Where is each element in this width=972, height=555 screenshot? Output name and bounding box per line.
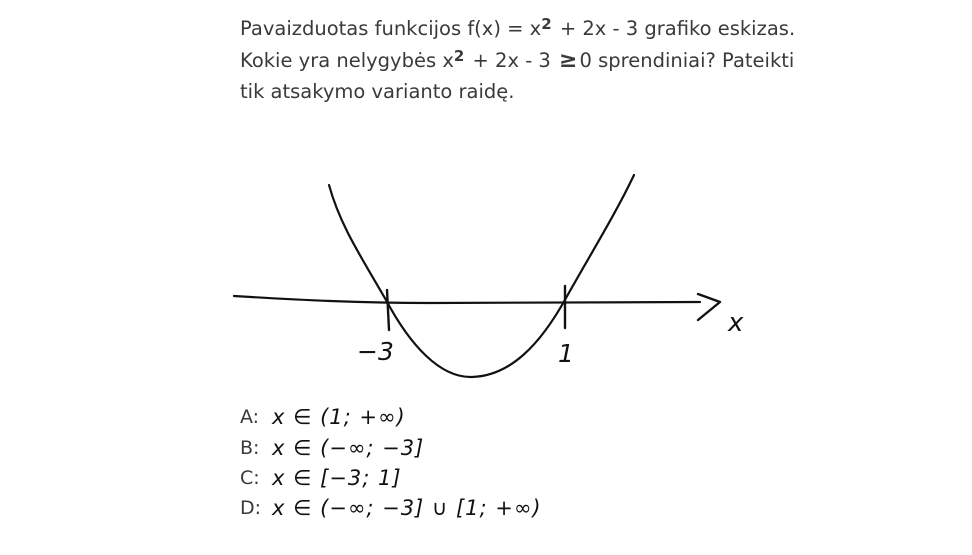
question-line-2-part-b: + 2x - 3 [466,48,558,72]
root-label-left: −3 [357,337,394,366]
x-axis [232,294,702,305]
exponent: 2 [453,46,465,65]
root-tick-left [385,288,391,332]
question-line-2: Kokie yra nelygybės x2 + 2x - 3 ≥0 spren… [240,46,800,78]
option-answer: x ∈ [−3; 1] [272,466,402,490]
greater-equal-sign: ≥ [559,47,578,73]
option-letter: A: [240,406,260,428]
question-line-2-part-c: 0 sprendiniai? Pateikti [579,48,795,72]
option-c: C: x ∈ [−3; 1] [240,463,402,493]
option-b: B: x ∈ (−∞; −3] [240,433,424,463]
option-answer: x ∈ (−∞; −3] [272,436,425,460]
exponent: 2 [541,15,552,33]
x-axis-label: x [727,308,744,338]
option-letter: D: [240,497,262,519]
question-line-1-part-a: Pavaizduotas funkcijos f(x) = x [240,17,542,40]
parabola-curve [327,173,636,379]
option-letter: C: [240,467,260,489]
question-line-1-part-b: + 2x - 3 grafiko eskizas. [553,17,796,40]
option-a: A: x ∈ (1; +∞) [240,402,406,432]
question-line-2-part-a: Kokie yra nelygybės x [240,48,454,72]
root-label-right: 1 [558,339,574,368]
option-answer: x ∈ (1; +∞) [272,405,406,429]
question-line-1: Pavaizduotas funkcijos f(x) = x2 + 2x - … [240,14,800,46]
option-letter: B: [240,437,260,459]
question-line-3: tik atsakymo varianto raidę. [240,80,515,103]
x-axis-arrow-icon [696,292,722,322]
option-d: D: x ∈ (−∞; −3] ∪ [1; +∞) [240,493,542,523]
option-answer: x ∈ (−∞; −3] ∪ [1; +∞) [272,496,542,520]
question-text: Pavaizduotas funkcijos f(x) = x2 + 2x - … [240,14,800,107]
